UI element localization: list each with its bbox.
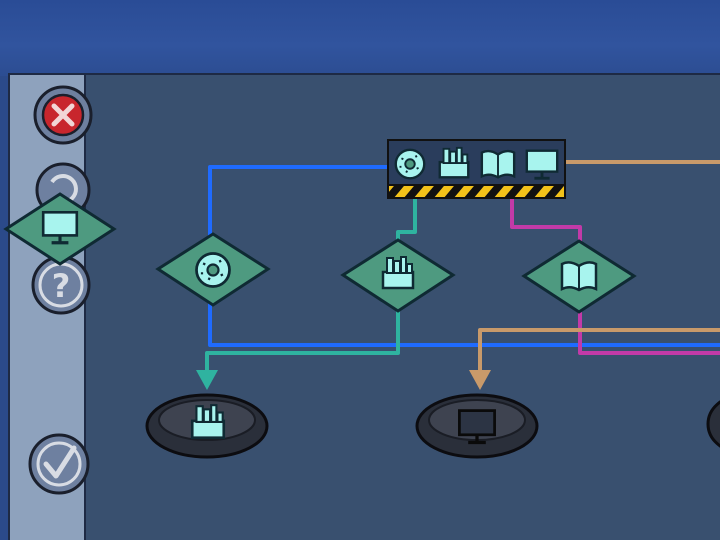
close-x-icon [51,103,75,127]
book-icon [480,149,516,179]
sorter-shelf-supplies[interactable] [340,238,456,313]
confirm-button[interactable] [28,433,90,495]
dragged-monitor-piece[interactable] [3,192,117,266]
puzzle-board [8,73,720,540]
output-bin-partial[interactable] [706,396,720,452]
conveyor-line-tan-bottom [478,328,720,372]
output-bin-monitor[interactable] [415,393,539,459]
close-button[interactable] [33,85,93,145]
arrow-head-teal [196,370,218,390]
arrow-head-tan [469,370,491,390]
question-mark-icon: ? [52,267,71,305]
conveyor-line-magenta [510,198,720,355]
donut-icon [394,148,426,180]
sorter-donut[interactable] [155,232,271,307]
sorter-book[interactable] [521,239,637,314]
output-bin-shelf-supplies[interactable] [145,393,269,459]
source-dispenser[interactable] [387,139,566,199]
book-icon [560,261,598,292]
help-button[interactable]: ? [31,255,91,315]
checkmark-icon [43,445,77,479]
top-banner [0,0,720,76]
donut-icon [195,252,231,288]
